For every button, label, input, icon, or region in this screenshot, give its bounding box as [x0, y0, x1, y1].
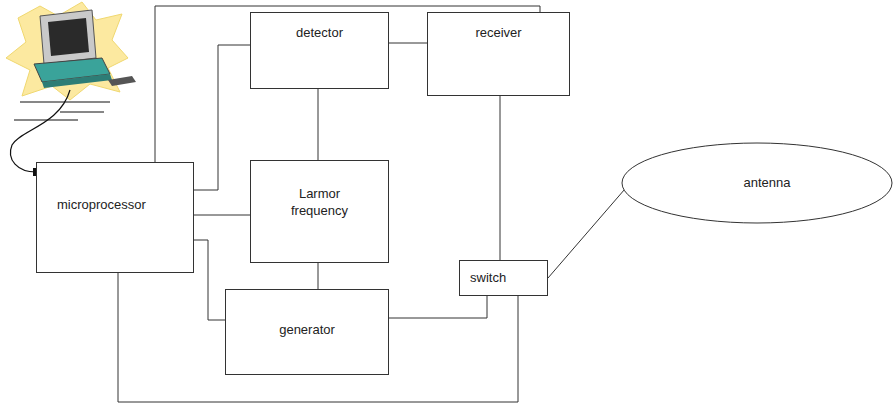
- connector-line: [318, 263, 319, 289]
- node-label: switch: [470, 270, 506, 286]
- connector-line: [118, 273, 518, 402]
- switch-box: switch: [459, 260, 548, 296]
- larmor-frequency-box: Larmor frequency: [250, 160, 389, 263]
- connector-line: [194, 215, 250, 216]
- node-label: Larmor frequency: [285, 186, 355, 219]
- microprocessor-box: microprocessor: [36, 162, 194, 273]
- antenna-ellipse: antenna: [621, 142, 893, 224]
- node-label: microprocessor: [57, 197, 146, 213]
- connector-line: [500, 96, 501, 260]
- connector-line: [548, 190, 624, 278]
- receiver-box: receiver: [427, 12, 570, 96]
- node-label: receiver: [475, 25, 521, 41]
- connector-line: [194, 240, 225, 320]
- detector-box: detector: [250, 12, 389, 89]
- node-label: detector: [296, 25, 343, 41]
- node-label: antenna: [744, 175, 791, 191]
- node-label: generator: [279, 322, 335, 338]
- generator-box: generator: [225, 289, 389, 375]
- connector-line: [194, 45, 250, 190]
- connector-line: [389, 43, 427, 44]
- connector-line: [389, 296, 487, 318]
- connector-line: [318, 89, 319, 160]
